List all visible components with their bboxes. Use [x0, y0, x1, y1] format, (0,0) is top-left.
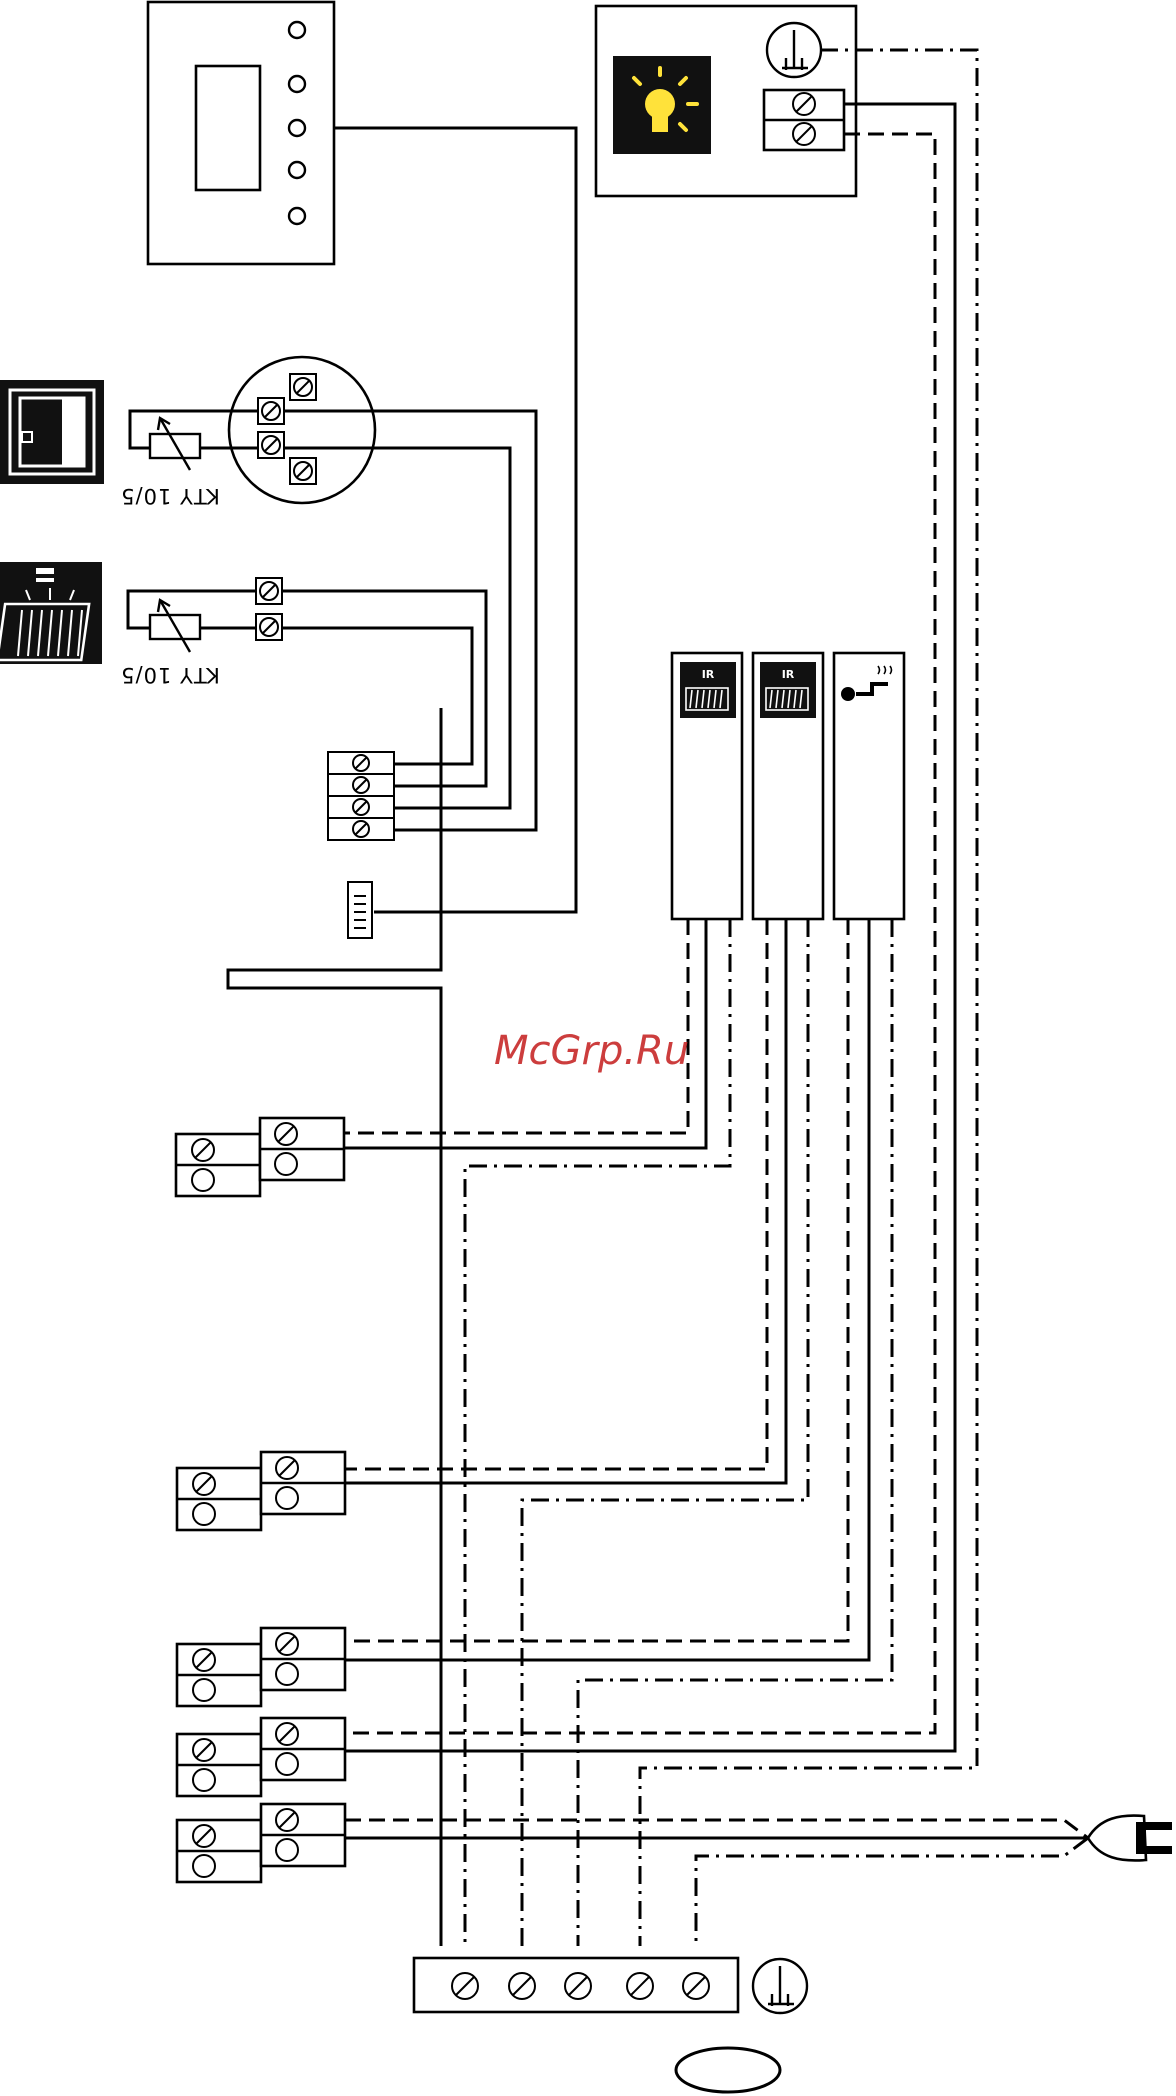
sensor-terminal-block — [328, 752, 394, 840]
sensor-2-terminals — [256, 578, 282, 640]
ground-icon — [767, 23, 821, 77]
watermark: McGrp.Ru — [494, 1028, 689, 1074]
light-unit — [596, 6, 856, 196]
input-terminal-mains — [177, 1804, 345, 1882]
sensor-terminal-disk — [229, 357, 375, 503]
temperature-sensor-2 — [128, 591, 256, 652]
output-terminal-ir-1 — [176, 1118, 344, 1196]
sensor-label-top: KTY 10/5 — [120, 484, 220, 508]
contactor-steam — [834, 653, 904, 919]
contactor-ir-1: IR — [672, 653, 742, 919]
output-terminal-ir-2 — [177, 1452, 345, 1530]
infrared-heater-icon — [0, 562, 102, 664]
power-plug-icon — [1088, 1816, 1172, 1861]
output-terminal-light — [177, 1718, 345, 1796]
module-label-b: IR — [782, 668, 795, 681]
screw-terminal — [793, 93, 815, 115]
sauna-heater-icon — [0, 380, 104, 484]
control-panel — [148, 2, 334, 264]
panel-connector — [348, 882, 372, 938]
output-terminal-steam — [177, 1628, 345, 1706]
bottom-terminal-strip — [414, 1958, 738, 2012]
screw-terminal — [793, 123, 815, 145]
footer-oval — [676, 2048, 780, 2092]
contactor-ir-2: IR — [753, 653, 823, 919]
light-bulb-icon — [613, 56, 711, 154]
sensor-label-bottom: KTY 10/5 — [120, 663, 220, 687]
field-wiring — [343, 50, 1088, 1946]
module-label-a: IR — [702, 668, 715, 681]
ground-icon — [753, 1959, 807, 2013]
